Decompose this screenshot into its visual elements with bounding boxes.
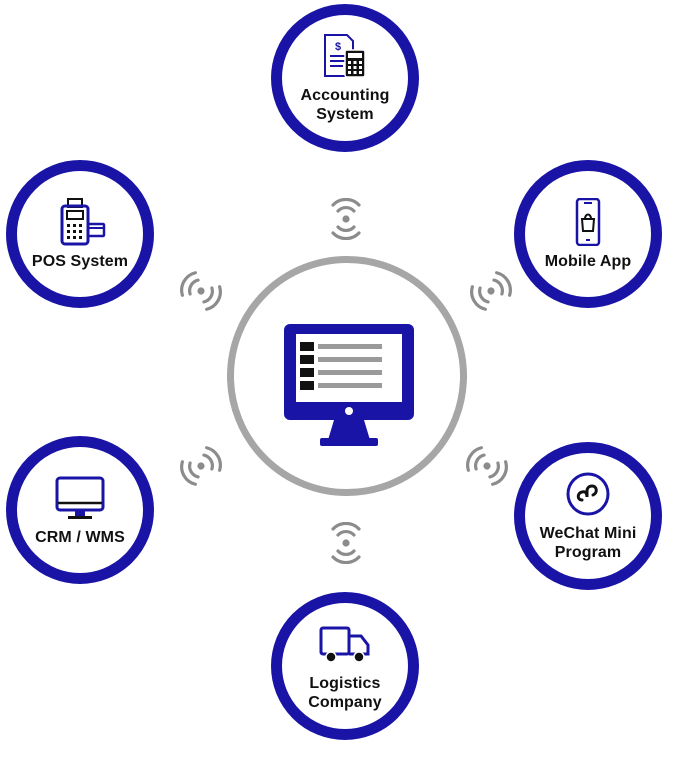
mini-program-icon — [562, 470, 614, 518]
truck-icon — [319, 620, 371, 668]
node-accounting-system: $ Accounting System — [271, 4, 419, 152]
central-hub — [227, 256, 467, 496]
smartphone-bag-icon — [562, 197, 614, 246]
node-mobile-app: Mobile App — [514, 160, 662, 308]
svg-text:$: $ — [335, 41, 341, 53]
wireless-signal-icon — [325, 522, 367, 564]
invoice-calculator-icon: $ — [319, 32, 371, 80]
node-label: Accounting System — [300, 87, 390, 123]
monitor-icon — [54, 474, 106, 522]
node-label: POS System — [31, 252, 129, 270]
monitor-list-icon — [282, 322, 416, 448]
wireless-signal-icon — [325, 198, 367, 240]
pos-terminal-icon — [54, 197, 106, 246]
node-label: WeChat Mini Program — [539, 525, 637, 561]
wireless-signal-icon — [180, 270, 222, 312]
node-label: CRM / WMS — [35, 528, 125, 546]
wireless-signal-icon — [180, 445, 222, 487]
node-crm-wms: CRM / WMS — [6, 436, 154, 584]
node-logistics-company: Logistics Company — [271, 592, 419, 740]
node-label: Mobile App — [544, 252, 632, 270]
wireless-signal-icon — [466, 445, 508, 487]
node-label: Logistics Company — [308, 675, 382, 711]
node-wechat-mini-program: WeChat Mini Program — [514, 442, 662, 590]
wireless-signal-icon — [470, 270, 512, 312]
node-pos-system: POS System — [6, 160, 154, 308]
